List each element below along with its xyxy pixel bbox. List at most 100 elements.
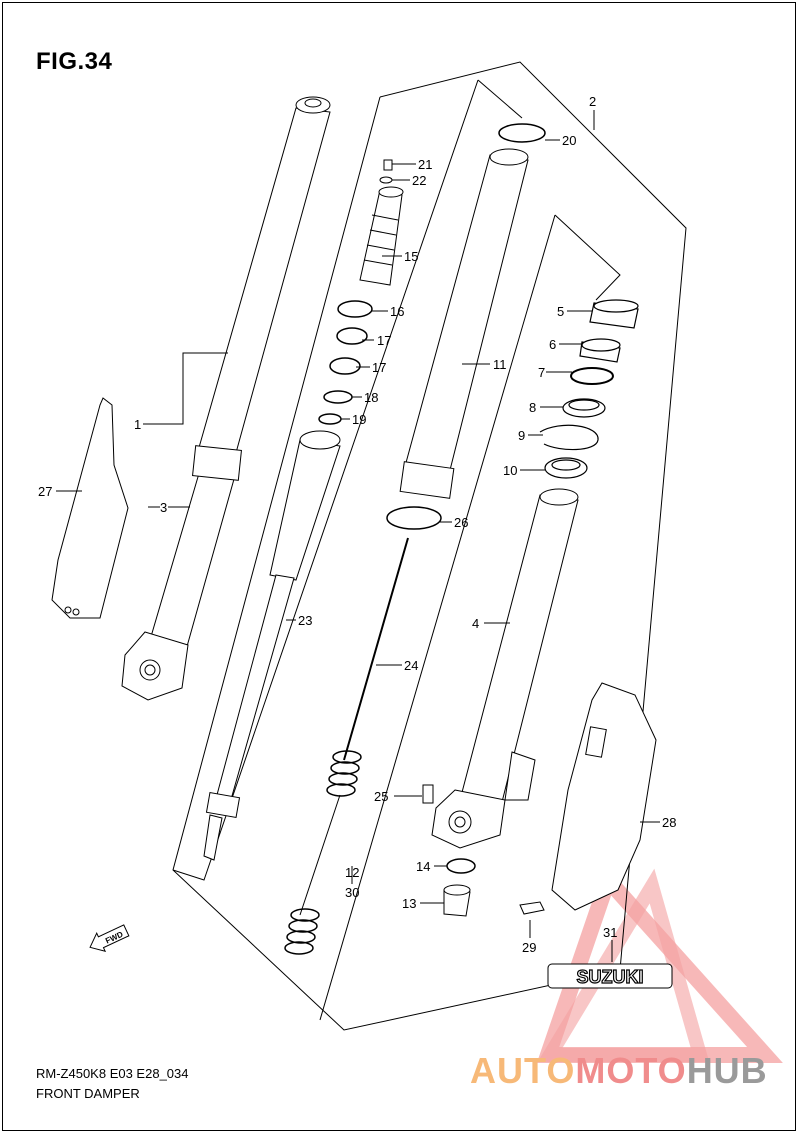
- watermark-part-3: HUB: [686, 1050, 768, 1091]
- callout-19: 19: [352, 412, 366, 427]
- adjuster-ring-3: [366, 244, 395, 251]
- washer-7: [570, 367, 614, 385]
- outer-tube-right: [399, 148, 529, 499]
- inner-box-top: [477, 79, 523, 119]
- callout-10: 10: [503, 463, 517, 478]
- bushings-seals: [539, 299, 639, 479]
- inner-box-diag: [319, 214, 556, 1021]
- ring-17b: [329, 357, 361, 375]
- callout-27: 27: [38, 484, 52, 499]
- watermark-text: AUTOMOTOHUB: [470, 1050, 768, 1092]
- fwd-arrow: [89, 924, 130, 953]
- suzuki-emblem: SUZUKI: [547, 963, 673, 989]
- spring-upper-coil-4: [326, 783, 356, 797]
- caliper-mount: [504, 751, 536, 801]
- cap-bolt-13-top: [443, 884, 471, 896]
- adjuster-ring-4: [363, 259, 393, 266]
- callout-20: 20: [562, 133, 576, 148]
- fork-guard-right: [551, 682, 657, 911]
- damper-cylinder-top: [299, 430, 341, 450]
- guard-bolt-hole-1: [64, 606, 72, 614]
- callout-17b: 17: [372, 360, 386, 375]
- screw-21: [383, 159, 393, 171]
- fork-guard-right-outline: [551, 682, 657, 911]
- spring-lower-coil-1: [290, 908, 320, 922]
- callout-6: 6: [549, 337, 556, 352]
- outer-tube-right-top: [489, 148, 529, 166]
- bushing-5-top: [593, 299, 639, 313]
- outer-tube-left: [195, 107, 331, 461]
- callout-5: 5: [557, 304, 564, 319]
- seal-right: [399, 461, 455, 499]
- inner-box-left: [172, 79, 479, 881]
- callout-14: 14: [416, 859, 430, 874]
- oil-seal-8-inner: [568, 399, 600, 411]
- damper-adjuster: [359, 186, 404, 286]
- push-rod: [343, 537, 409, 761]
- fwd-text: FWD: [104, 930, 125, 946]
- oring-26: [386, 506, 442, 530]
- callout-29: 29: [522, 940, 536, 955]
- damper-rod-tip: [203, 814, 223, 861]
- seal-left: [192, 445, 242, 481]
- callout-3: 3: [160, 500, 167, 515]
- callout-28: 28: [662, 815, 676, 830]
- dust-seal-10-inner: [551, 459, 581, 471]
- callout-1: 1: [134, 417, 141, 432]
- spring-upper: [326, 750, 362, 797]
- damper-rod: [213, 574, 295, 811]
- fwd-badge: FWD: [89, 924, 130, 953]
- washer-22: [379, 176, 393, 184]
- callout-8: 8: [529, 400, 536, 415]
- callout-21: 21: [418, 157, 432, 172]
- adjuster-ring-2: [369, 229, 397, 236]
- spring-lower-coil-2: [288, 919, 318, 933]
- ring-16: [337, 300, 373, 318]
- ring-18: [323, 390, 353, 404]
- callout-2: 2: [589, 94, 596, 109]
- watermark-part-2: MOTO: [575, 1050, 687, 1091]
- callout-16: 16: [390, 304, 404, 319]
- rings-16-19: [318, 300, 373, 425]
- stopper-ring-9: [539, 424, 599, 451]
- outer-tube-right-body: [403, 154, 529, 479]
- small-parts-21-22: [379, 159, 393, 184]
- damper-cylinder: [269, 439, 341, 581]
- callout-9: 9: [518, 428, 525, 443]
- outer-tube-left-cap: [304, 98, 322, 108]
- callout-26: 26: [454, 515, 468, 530]
- fork-guard-left: [51, 397, 129, 619]
- guard-bracket: [585, 726, 607, 758]
- callout-31: 31: [603, 925, 617, 940]
- bushing-6-top: [581, 338, 621, 352]
- callout-24: 24: [404, 658, 418, 673]
- leader-lines: [56, 110, 660, 962]
- figure-title: FIG.34: [36, 48, 113, 75]
- ring-17a: [336, 327, 368, 345]
- callout-30: 30: [345, 885, 359, 900]
- emblem-text: SUZUKI: [577, 967, 644, 987]
- spring-upper-coil-2: [330, 761, 360, 775]
- leader-1: [143, 352, 228, 425]
- spring-rod: [299, 794, 341, 916]
- axle-hole-right-inner: [454, 816, 466, 828]
- spring-upper-coil-1: [332, 750, 362, 764]
- guard-bolt-hole-2: [72, 608, 80, 616]
- emblem-plate: [547, 963, 673, 989]
- callout-22: 22: [412, 173, 426, 188]
- damper-rod-assembly: [203, 430, 341, 861]
- springs: [284, 750, 362, 955]
- axle-hole-left-inner: [144, 664, 156, 676]
- callout-25: 25: [374, 789, 388, 804]
- callout-12: 12: [345, 865, 359, 880]
- spring-upper-coil-3: [328, 772, 358, 786]
- model-code: RM-Z450K8 E03 E28_034: [36, 1066, 189, 1081]
- callout-labels: 1 2 3 4 5 6 7 8 9 10 11 12 13 14 15 16 1…: [38, 94, 676, 955]
- callout-15: 15: [404, 249, 418, 264]
- fork-guard-left-outline: [51, 397, 129, 619]
- inner-tube-left: [149, 469, 237, 651]
- adjuster-ring-1: [371, 214, 399, 221]
- damper-rod-end: [205, 791, 241, 819]
